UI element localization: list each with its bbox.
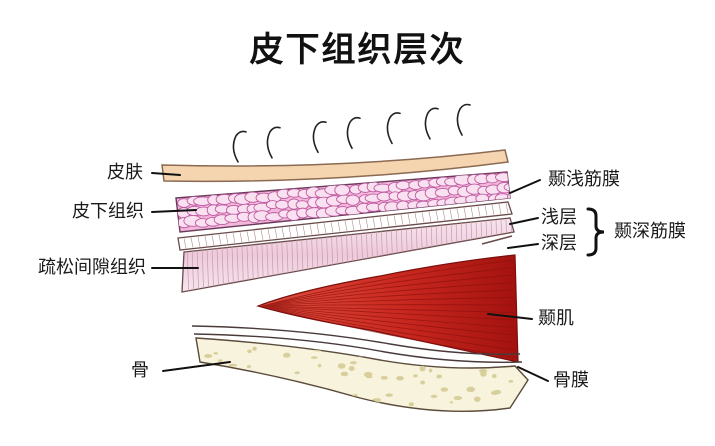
superficial-fascia-band <box>177 201 513 251</box>
label-bone: 骨 <box>131 360 149 381</box>
hair-strands <box>232 103 471 163</box>
label-loose-areolar: 疏松间隙组织 <box>38 257 146 278</box>
temporalis-muscle <box>256 254 519 363</box>
label-subcutaneous: 皮下组织 <box>72 201 144 222</box>
skin-layer <box>161 149 509 183</box>
hair-strand <box>456 103 471 136</box>
curly-bracket-icon <box>586 207 605 257</box>
hair-strand <box>346 116 361 149</box>
hair-strand <box>312 120 327 154</box>
deep-fascia-line <box>481 235 513 245</box>
hair-strand <box>424 107 439 140</box>
periosteum-lines <box>191 325 523 363</box>
label-deep-layer: 深层 <box>541 233 577 254</box>
leader-lines <box>151 172 549 382</box>
hair-strand <box>386 112 401 145</box>
page-title: 皮下组织层次 <box>249 30 466 70</box>
label-superficial-layer: 浅层 <box>541 207 577 228</box>
label-skin: 皮肤 <box>107 162 143 183</box>
label-superficial-temporal-fascia: 颞浅筋膜 <box>548 169 620 190</box>
label-deep-temporal-fascia: 颞深筋膜 <box>614 221 686 242</box>
label-periosteum: 骨膜 <box>553 370 589 391</box>
hair-strand <box>266 126 281 159</box>
label-temporalis-muscle: 颞肌 <box>538 308 574 329</box>
hair-strand <box>232 130 247 163</box>
